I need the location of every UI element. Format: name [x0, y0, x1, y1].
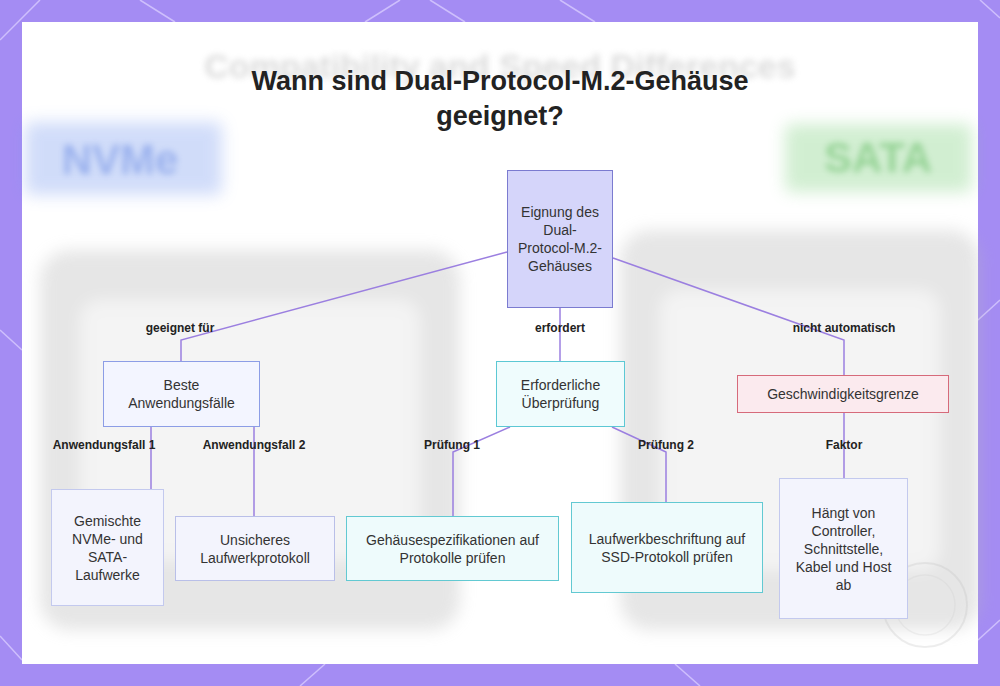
node-text: Geschwindigkeitsgrenze — [767, 385, 919, 403]
edge-label: Anwendungsfall 1 — [53, 438, 156, 452]
connector-line — [613, 258, 844, 375]
limit-box: Geschwindigkeitsgrenze — [737, 375, 949, 413]
node-text: Hängt von Controller, Schnittstelle, Kab… — [788, 504, 899, 594]
category-box: Beste Anwendungsfälle — [103, 361, 260, 427]
connector-line — [181, 252, 507, 361]
watermark-text: SATA — [824, 134, 932, 182]
edge-label: Anwendungsfall 2 — [203, 438, 306, 452]
edge-label: erfordert — [535, 321, 585, 335]
diagram-title: Wann sind Dual-Protocol-M.2-Gehäuse geei… — [190, 64, 810, 134]
connector-line — [150, 427, 152, 489]
case-box: Gemischte NVMe- und SATA-Laufwerke — [51, 489, 164, 606]
root-box: Eignung des Dual-Protocol-M.2-Gehäuses — [507, 170, 613, 308]
watermark-text: NVMe — [62, 136, 179, 184]
node-text: Unsicheres Laufwerkprotokoll — [184, 531, 326, 567]
check-box: Laufwerkbeschriftung auf SSD-Protokoll p… — [571, 502, 763, 593]
card — [22, 22, 978, 664]
node-text: Erforderliche Überprüfung — [505, 376, 616, 412]
case-box: Unsicheres Laufwerkprotokoll — [175, 516, 335, 581]
edge-label: Prüfung 2 — [638, 438, 694, 452]
node-text: Eignung des Dual-Protocol-M.2-Gehäuses — [516, 203, 604, 275]
category-box: Erforderliche Überprüfung — [496, 361, 625, 427]
node-text: Beste Anwendungsfälle — [112, 376, 251, 412]
node-text: Gemischte NVMe- und SATA-Laufwerke — [60, 512, 155, 584]
edge-label: Prüfung 1 — [424, 438, 480, 452]
check-box: Gehäusespezifikationen auf Protokolle pr… — [346, 516, 559, 581]
edge-label: Faktor — [826, 438, 863, 452]
factor-box: Hängt von Controller, Schnittstelle, Kab… — [779, 478, 908, 619]
edge-label: geeignet für — [146, 321, 215, 335]
node-text: Laufwerkbeschriftung auf SSD-Protokoll p… — [580, 530, 754, 566]
blurred-photo — [25, 122, 980, 630]
node-text: Gehäusespezifikationen auf Protokolle pr… — [355, 531, 550, 567]
edge-label: nicht automatisch — [793, 321, 896, 335]
